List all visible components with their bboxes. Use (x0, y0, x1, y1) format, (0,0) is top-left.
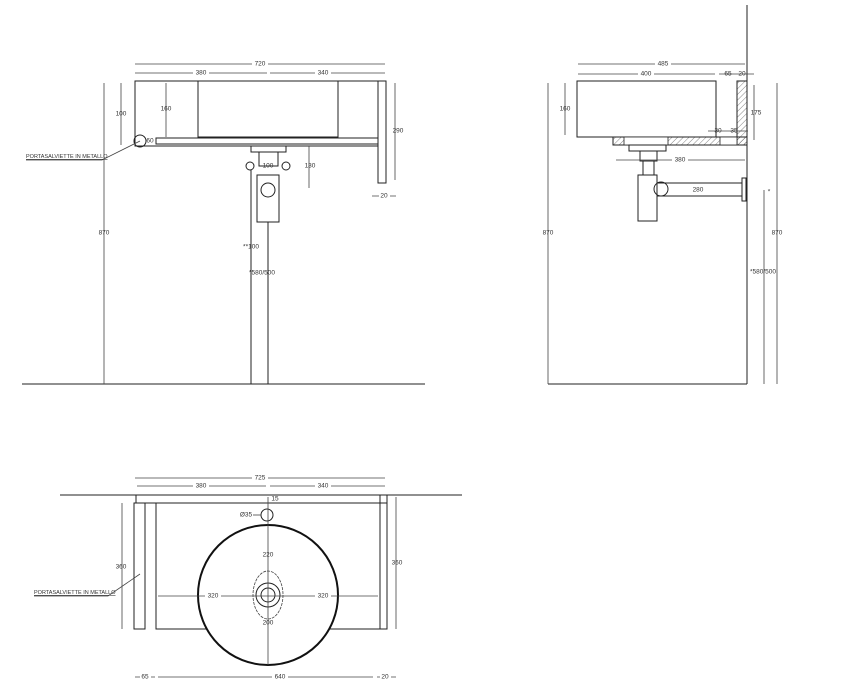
dim-15: 15 (271, 496, 279, 503)
basin-outline (134, 80, 379, 147)
tap-hole (260, 508, 274, 522)
dim-380: 380 (196, 483, 207, 490)
dim-175: 175 (751, 110, 762, 117)
leader-line (26, 140, 141, 161)
dim-485: 485 (658, 61, 669, 68)
dim-200: 200 (263, 620, 274, 627)
dim-60: 60 (146, 138, 154, 145)
side-view: 485 400 65 20 160 175 30 35 380 280 870 … (543, 5, 783, 385)
dim-20: 20 (380, 193, 388, 200)
front-view: 870 100 160 290 20 720 380 340 60 PORTAS… (22, 60, 425, 385)
wall-plate (379, 494, 388, 630)
dim-65: 65 (141, 674, 149, 681)
towel-bar-note: PORTASALVIETTE IN METALLO (34, 590, 116, 596)
drain-flange (628, 144, 667, 152)
drain-flange (250, 145, 287, 153)
dim-725: 725 (255, 475, 266, 482)
dim-870: 870 (99, 230, 110, 237)
bowl-outline (197, 80, 339, 138)
shelf-top (135, 494, 388, 504)
dim-130: 130 (305, 163, 316, 170)
dim-400: 400 (641, 71, 652, 78)
basin-side (576, 80, 717, 138)
wall-flange (741, 177, 747, 202)
dim-290: 290 (393, 128, 404, 135)
dim-280: 280 (693, 187, 704, 194)
tail-pipe (642, 160, 655, 176)
dim-870-left: 870 (543, 230, 554, 237)
dim-720: 720 (255, 61, 266, 68)
shelf-bar (155, 137, 379, 145)
drain-pipe (639, 150, 658, 162)
dim-star: * (768, 189, 771, 196)
dim-100: 100 (116, 111, 127, 118)
dim-tap-hole: Ø35 (240, 512, 253, 519)
trap (256, 174, 280, 223)
dim-drain-height: *580/500 (750, 269, 776, 276)
dim-320-right: 320 (318, 593, 329, 600)
dim-supply: **100 (243, 244, 259, 251)
wall-bracket (377, 80, 387, 184)
dim-valve-100: 100 (263, 163, 274, 170)
dim-360-right: 360 (392, 560, 403, 567)
plan-view: 725 380 340 320 320 220 200 15 Ø35 360 3… (34, 474, 462, 681)
valve-right (281, 161, 291, 171)
dim-65: 65 (724, 71, 732, 78)
trap-outlet (260, 182, 276, 198)
bracket-arm (612, 136, 748, 146)
dim-340: 340 (318, 483, 329, 490)
dim-160: 160 (161, 106, 172, 113)
dim-20: 20 (738, 71, 746, 78)
dim-640: 640 (275, 674, 286, 681)
towel-bar (133, 502, 146, 630)
dim-320-left: 320 (208, 593, 219, 600)
dim-220: 220 (263, 552, 274, 559)
drain-pipe (258, 151, 279, 167)
dim-160: 160 (560, 106, 571, 113)
trap-side (637, 174, 658, 222)
dim-drain-height: *580/500 (249, 270, 275, 277)
towel-bar-section (133, 134, 147, 148)
dim-380: 380 (675, 157, 686, 164)
dim-870-right: 870 (772, 230, 783, 237)
dim-360-left: 360 (116, 564, 127, 571)
dim-35: 35 (730, 128, 738, 135)
towel-bar-note: PORTASALVIETTE IN METALLO (26, 154, 108, 160)
dim-340: 340 (318, 70, 329, 77)
leader-line (34, 573, 141, 597)
dim-380: 380 (196, 70, 207, 77)
dim-20: 20 (381, 674, 389, 681)
trap-elbow (653, 181, 669, 197)
valve-left (245, 161, 255, 171)
dim-30: 30 (714, 128, 722, 135)
bracket-plate (736, 80, 748, 146)
